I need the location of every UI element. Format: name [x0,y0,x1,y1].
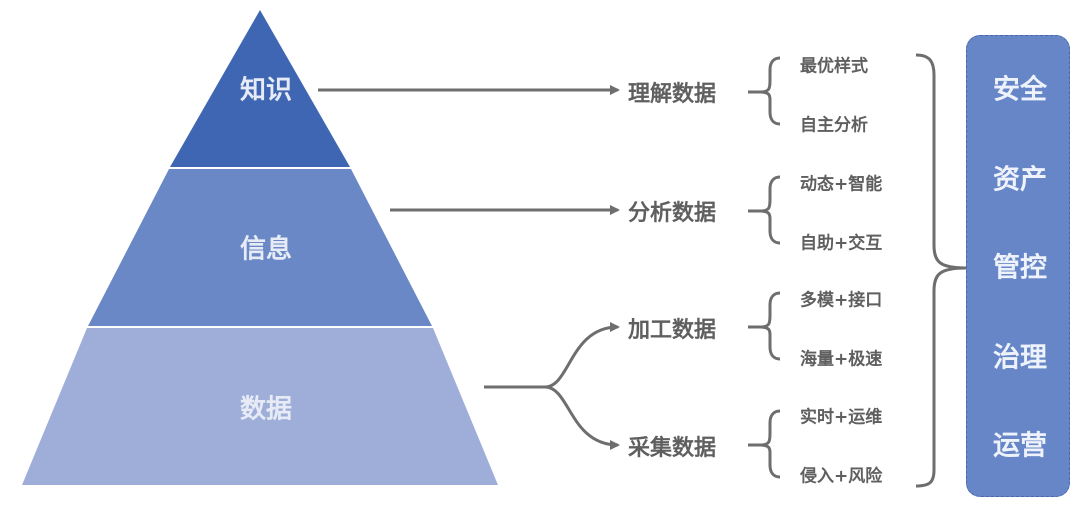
governance-item-control: 管控 [993,252,1047,284]
feature-item: 多模+接口 [800,290,883,311]
pyramid-label-data: 数据 [239,394,293,425]
pyramid-layer-knowledge [170,10,350,167]
pyramid-layer-data [22,328,498,485]
feature-item: 侵入+风险 [800,466,883,487]
feature-item: 海量+极速 [800,349,883,370]
small-braces [748,56,781,479]
large-brace [915,53,967,488]
governance-item-security: 安全 [993,74,1047,106]
governance-box [966,35,1070,497]
feature-item: 自主分析 [800,115,868,136]
governance-item-operations: 运营 [993,430,1047,462]
process-collect: 采集数据 [628,436,717,461]
feature-item: 最优样式 [800,56,868,77]
pyramid-layer-information [88,169,432,326]
governance-item-governance: 治理 [993,342,1047,374]
feature-item: 自助+交互 [800,233,883,254]
process-understand: 理解数据 [628,82,717,107]
feature-item: 实时+运维 [800,407,883,428]
process-process: 加工数据 [628,318,717,343]
pyramid-label-knowledge: 知识 [239,75,293,106]
process-analyze: 分析数据 [628,201,717,226]
pyramid-label-information: 信息 [239,234,293,265]
governance-item-assets: 资产 [993,164,1047,196]
feature-item: 动态+智能 [800,174,883,195]
arrow-data-branch-2 [544,385,620,450]
arrow-data-branch [484,322,620,389]
